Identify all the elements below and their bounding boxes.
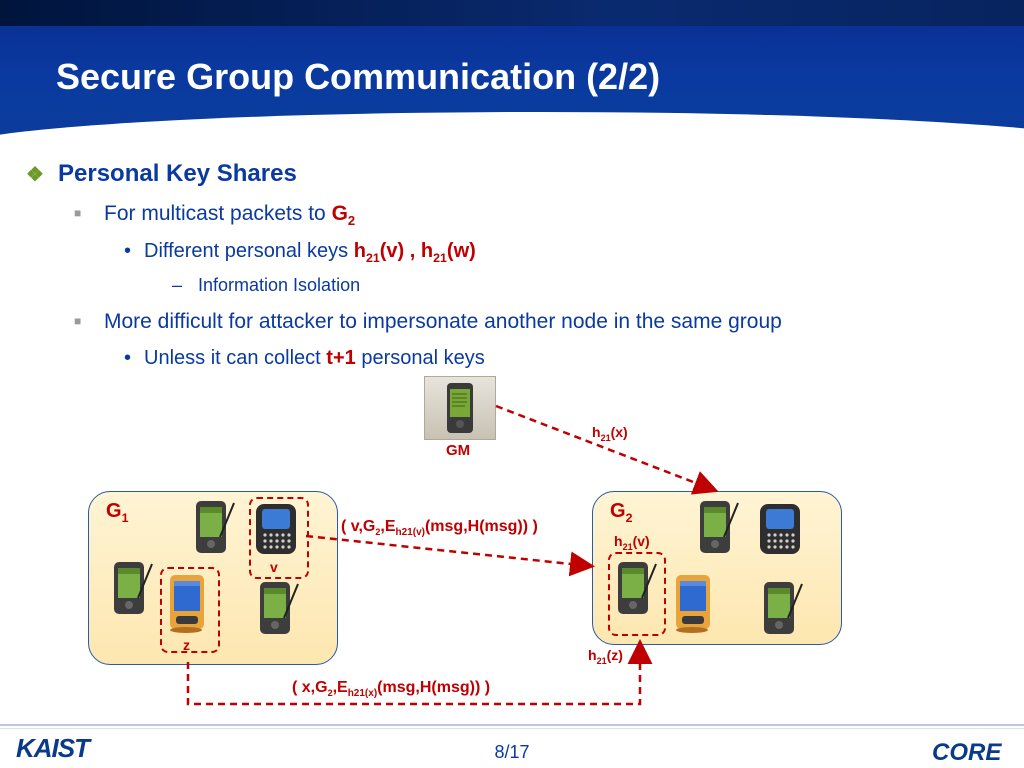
group-g2-label: G2 (610, 500, 633, 525)
bullet-text: Unless it can collect (144, 347, 327, 369)
g2-node-highlight (608, 552, 666, 636)
key-sub: 21 (365, 251, 380, 265)
pda-icon (612, 558, 658, 618)
bullet-information-isolation: –Information Isolation (172, 275, 360, 296)
pda-icon (254, 578, 300, 638)
handheld-computer-icon (164, 572, 212, 634)
key-mid: (v) , h (379, 240, 434, 262)
pda-icon (190, 497, 236, 557)
gm-device-frame (424, 376, 496, 440)
bullet-different-keys: •Different personal keys h21(v) , h21(w) (124, 240, 476, 265)
smartphone-icon (756, 500, 806, 558)
node-z-label: z (183, 637, 190, 653)
dot-bullet-icon: • (124, 240, 132, 262)
bullet-text: Personal Key Shares (58, 160, 297, 187)
smartphone-icon (252, 500, 302, 558)
core-logo: CORE (932, 739, 1002, 766)
group-ref: G (331, 202, 348, 225)
pda-icon (758, 578, 804, 638)
group-g1-label: G1 (106, 500, 129, 525)
footer-divider (0, 724, 1024, 726)
bullet-personal-key-shares: ❖ Personal Key Shares (26, 160, 297, 188)
message-x-label: ( x,G2,Eh21(x)(msg,H(msg)) ) (292, 679, 491, 700)
bullet-multicast: ■ For multicast packets to G2 (74, 202, 355, 228)
slide-title: Secure Group Communication (2/2) (56, 56, 661, 97)
node-z-highlight (160, 567, 220, 653)
header-topbar (0, 0, 1024, 26)
bullet-text: For multicast packets to (104, 202, 332, 225)
key-ref: h21(v) , h21(w) (353, 240, 476, 265)
key-hz-label: h21(z) (588, 647, 623, 666)
group-ref-sub: 2 (347, 213, 356, 229)
square-bullet-icon: ■ (74, 314, 82, 328)
bullet-text: personal keys (355, 347, 485, 369)
diamond-bullet-icon: ❖ (26, 164, 44, 186)
slide-header: Secure Group Communication (2/2) (0, 0, 1024, 140)
square-bullet-icon: ■ (74, 206, 82, 220)
bullet-unless: • Unless it can collect t+1 personal keys (124, 347, 485, 370)
handheld-computer-icon (670, 572, 718, 634)
bullet-text: More difficult for attacker to impersona… (104, 310, 782, 333)
key-end: (w) (446, 240, 476, 262)
gm-label: GM (446, 442, 471, 459)
gm-pda-icon (447, 383, 473, 433)
message-v-label: ( v,G2,Eh21(v)(msg,H(msg)) ) (341, 518, 538, 539)
footer-divider-secondary (0, 728, 1024, 729)
node-v-highlight (249, 497, 309, 579)
bullet-text: Different personal keys (144, 240, 354, 262)
header-swoosh (0, 112, 1024, 140)
key-hx-label: h21(x) (592, 424, 628, 443)
key-hv-label: h21(v) (614, 533, 650, 552)
key-h: h (353, 240, 366, 262)
bullet-impersonate: ■ More difficult for attacker to imperson… (74, 310, 782, 334)
kaist-logo: KAIST (16, 733, 90, 763)
pda-icon (108, 558, 154, 618)
dash-bullet-icon: – (172, 275, 183, 295)
node-v-label: v (270, 559, 278, 575)
page-number: 8/17 (494, 742, 530, 762)
threshold-ref: t+1 (326, 347, 356, 369)
bullet-text: Information Isolation (198, 275, 361, 295)
dot-bullet-icon: • (124, 347, 132, 369)
key-sub: 21 (433, 251, 447, 265)
pda-icon (694, 497, 740, 557)
